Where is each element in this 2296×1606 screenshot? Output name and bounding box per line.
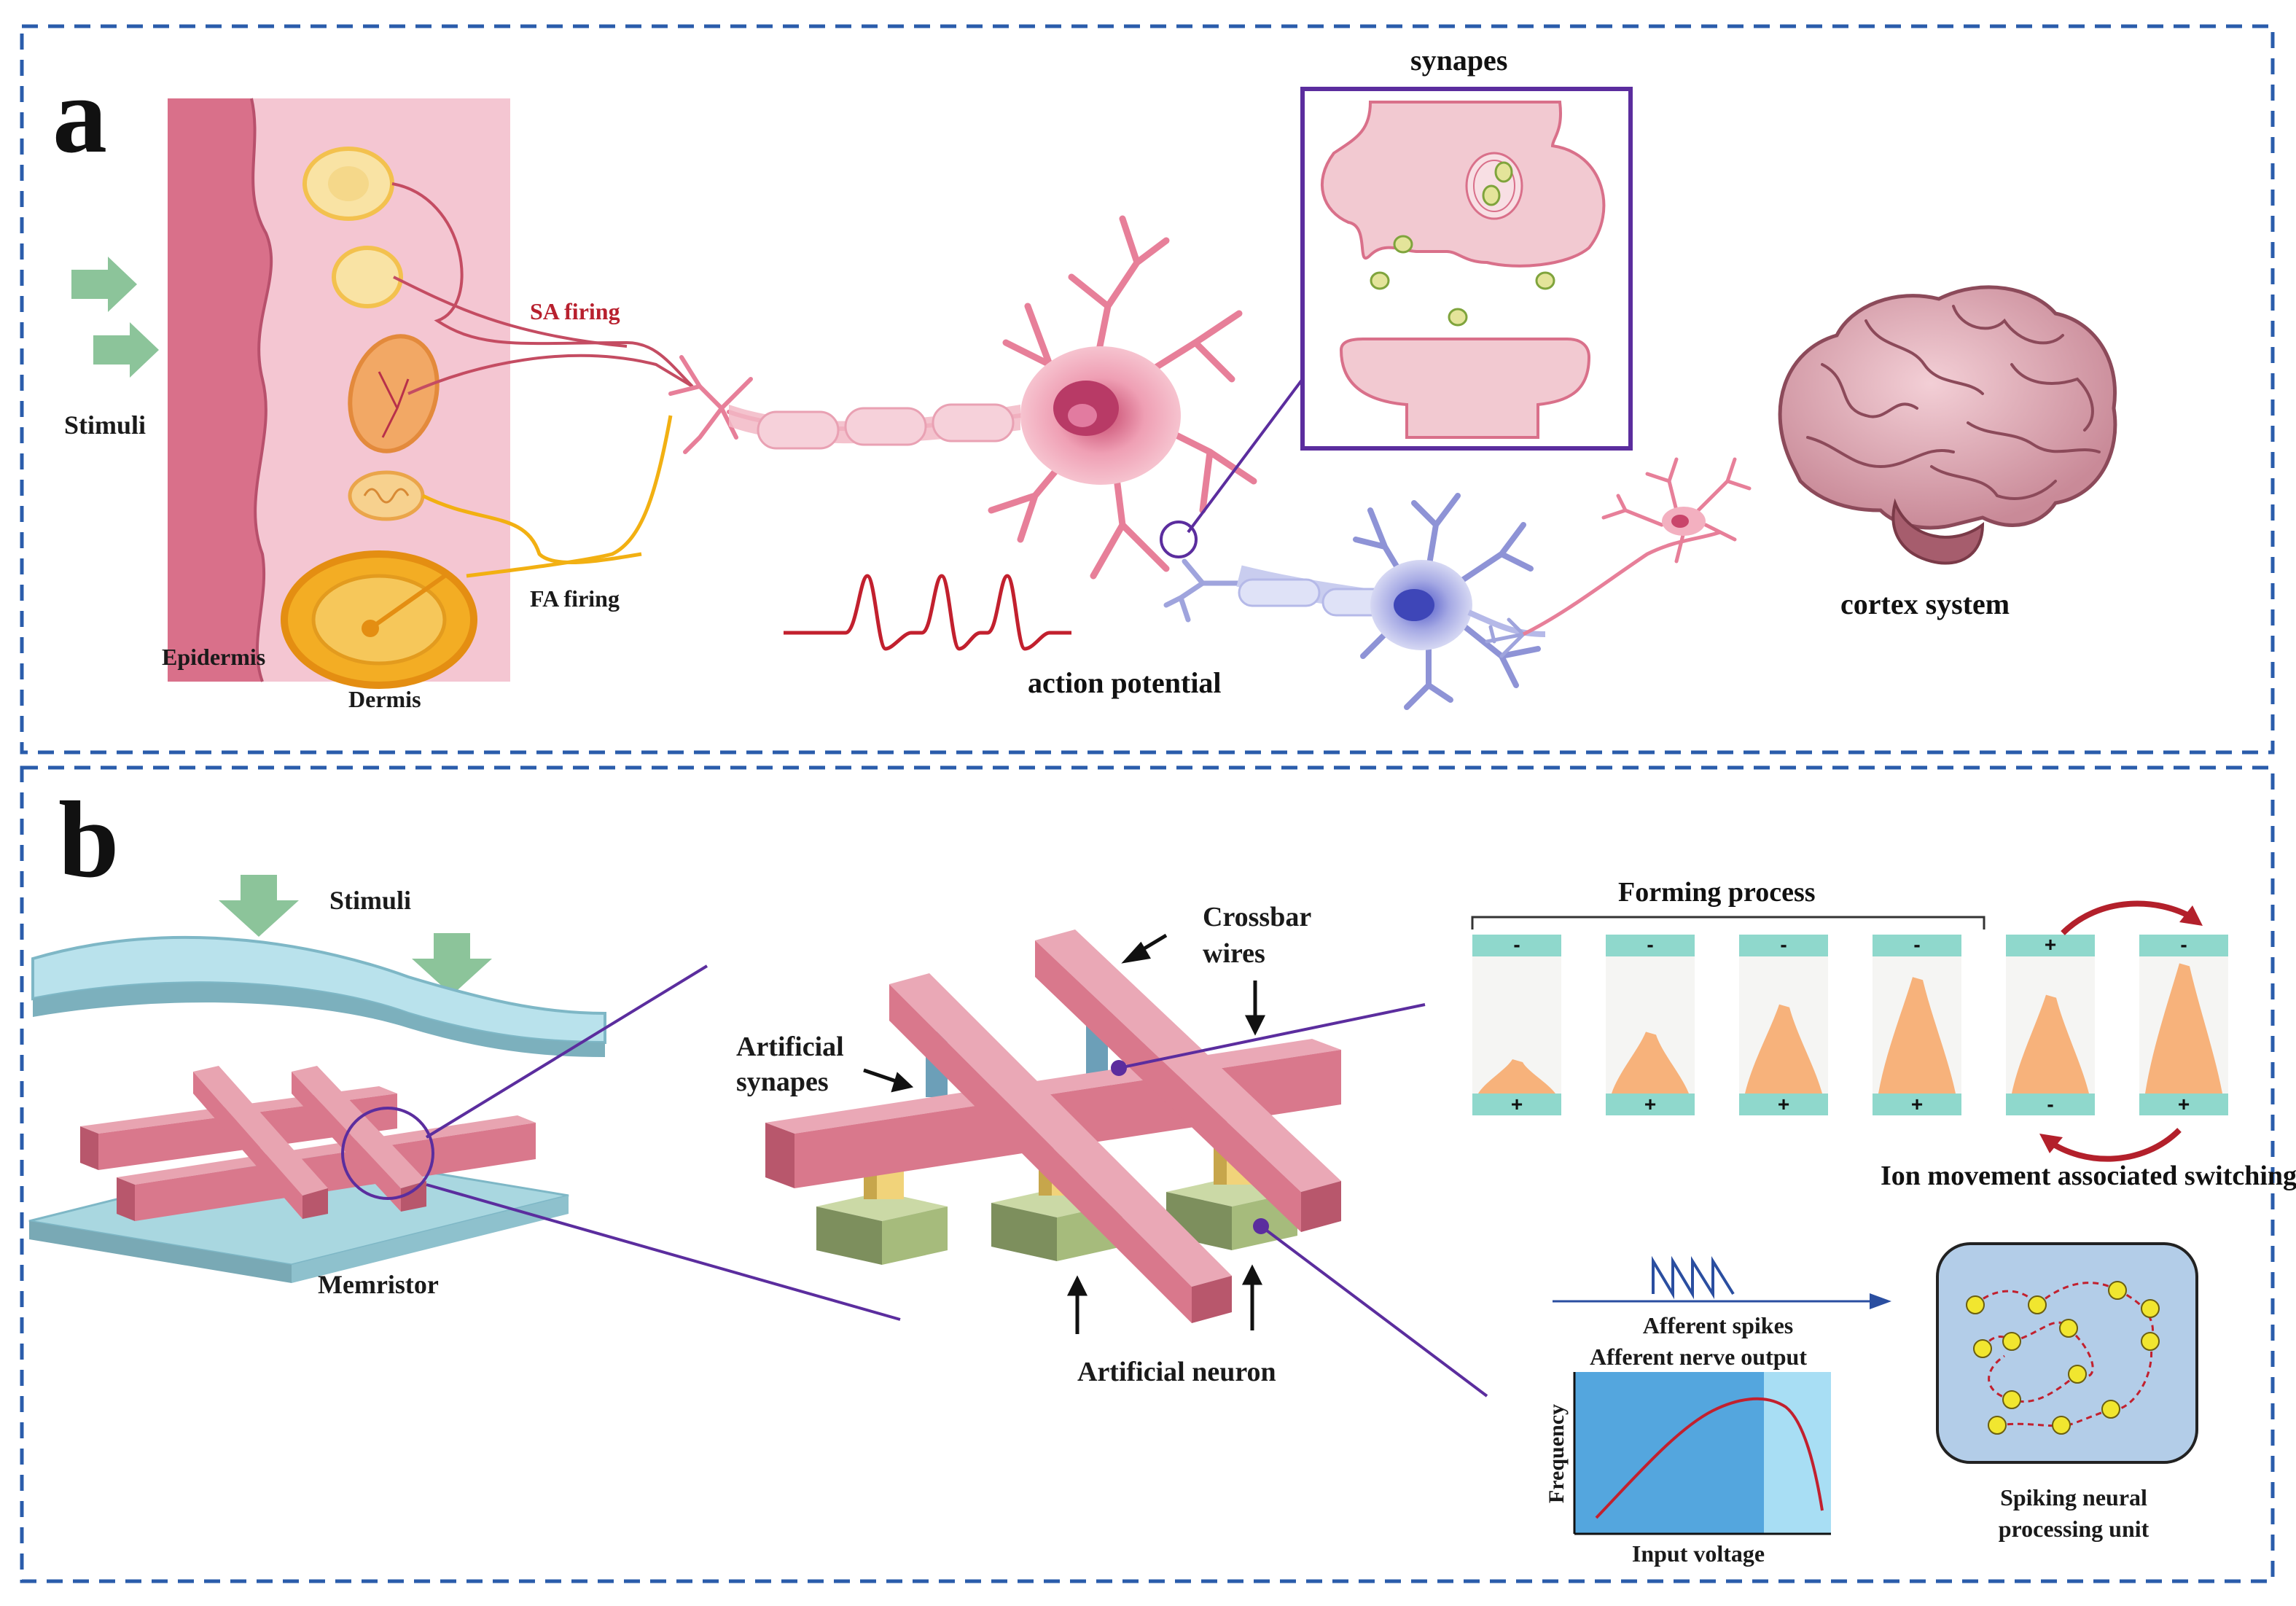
crossbar-arrows xyxy=(1121,933,1266,1036)
crossbar-array xyxy=(765,929,1341,1323)
cortex-label: cortex system xyxy=(1840,588,2010,620)
bottom-polarity-label: + xyxy=(1511,1093,1523,1115)
panel-b-frame xyxy=(20,765,2275,1583)
top-electrode xyxy=(2006,935,2095,956)
ion-cell: -+ xyxy=(1739,933,1828,1115)
synapses-label: synapes xyxy=(1410,44,1507,77)
top-electrode xyxy=(1472,935,1561,956)
bottom-polarity-label: + xyxy=(1644,1093,1656,1115)
top-electrode xyxy=(1873,935,1961,956)
skin-illustration xyxy=(168,98,510,689)
top-polarity-label: + xyxy=(2045,933,2056,956)
fa-firing-label: FA firing xyxy=(530,585,620,612)
top-electrode xyxy=(2139,935,2228,956)
ion-filament xyxy=(1612,1032,1689,1094)
bottom-polarity-label: + xyxy=(1778,1093,1789,1115)
bottom-polarity-label: + xyxy=(2178,1093,2190,1115)
bottom-electrode xyxy=(2006,1094,2095,1115)
panel-b-letter: b xyxy=(58,779,119,900)
panel-a-letter: a xyxy=(52,55,107,176)
bottom-electrode xyxy=(1873,1094,1961,1115)
memristor-label: Memristor xyxy=(318,1270,439,1299)
top-electrode xyxy=(1739,935,1828,956)
top-polarity-label: - xyxy=(1647,933,1653,956)
stimuli-arrows-a xyxy=(71,257,159,378)
memristor-device xyxy=(28,1066,569,1283)
stimuli-label-a: Stimuli xyxy=(64,410,146,440)
bottom-electrode xyxy=(2139,1094,2228,1115)
synapses-label-line1: Artificial xyxy=(736,1032,844,1062)
ion-cells: -+-+-+-++--+ xyxy=(1472,933,2228,1115)
neuron-arrows xyxy=(1066,1264,1263,1334)
ion-cell: -+ xyxy=(1606,933,1695,1115)
brain-illustration xyxy=(1778,285,2117,565)
ion-filament xyxy=(1878,977,1956,1094)
snn-label-line2: processing unit xyxy=(1999,1516,2149,1542)
synapse-inset xyxy=(1300,87,1633,451)
nerve-fibers xyxy=(391,182,694,578)
inter-neuron xyxy=(1163,493,1721,710)
dermis-label: Dermis xyxy=(348,686,421,712)
afferent-arrow-head xyxy=(1870,1293,1891,1309)
snn-unit xyxy=(1936,1242,2198,1464)
crossbar-label-line1: Crossbar xyxy=(1203,902,1311,932)
switching-arrows xyxy=(2046,900,2196,1162)
sensory-neuron xyxy=(668,215,1257,580)
synapse-arrow xyxy=(863,1068,914,1093)
top-polarity-label: - xyxy=(1780,933,1787,956)
switch-arrowhead-bottom xyxy=(2039,1134,2063,1153)
ion-cell: -+ xyxy=(2139,933,2228,1115)
action-potential-label: action potential xyxy=(1028,666,1222,699)
ion-switching-label: Ion movement associated switching xyxy=(1881,1161,2296,1191)
snn-label-line1: Spiking neural xyxy=(2000,1484,2147,1511)
ion-cell: -+ xyxy=(1873,933,1961,1115)
action-potential-trace xyxy=(784,574,1071,651)
ion-cell: +- xyxy=(2006,933,2095,1115)
forming-bracket xyxy=(1471,916,1985,929)
input-voltage-label: Input voltage xyxy=(1632,1540,1765,1567)
ion-filament xyxy=(1745,1004,1822,1094)
zoom-line-upper xyxy=(425,964,708,1139)
bottom-polarity-label: + xyxy=(1911,1093,1923,1115)
afferent-output-label: Afferent nerve output xyxy=(1590,1344,1807,1370)
crossbar-label-line2: wires xyxy=(1203,938,1265,969)
top-electrode xyxy=(1606,935,1695,956)
bottom-electrode xyxy=(1739,1094,1828,1115)
ion-cell: -+ xyxy=(1472,933,1561,1115)
artificial-neuron-label: Artificial neuron xyxy=(1077,1357,1276,1387)
panel-a-frame xyxy=(20,24,2275,755)
flexible-substrate xyxy=(31,935,606,1057)
bottom-polarity-label: - xyxy=(2047,1093,2053,1115)
memristor-zoom-circle xyxy=(341,1107,434,1200)
epidermis-label: Epidermis xyxy=(162,644,265,670)
top-polarity-label: - xyxy=(1913,933,1920,956)
synapse-zoom-line xyxy=(1187,378,1304,534)
cortical-neuron xyxy=(1601,457,1752,564)
switch-arrowhead-top xyxy=(2179,905,2203,926)
ion-filament xyxy=(2145,963,2222,1094)
stimuli-arrows-b xyxy=(219,875,492,995)
bottom-electrode xyxy=(1606,1094,1695,1115)
afferent-spikes-label: Afferent spikes xyxy=(1643,1312,1794,1338)
ion-filament xyxy=(1478,1059,1555,1094)
ion-filament xyxy=(2012,994,2089,1094)
forming-process-label: Forming process xyxy=(1618,877,1816,908)
bottom-electrode xyxy=(1472,1094,1561,1115)
crossbar-link-upper xyxy=(1118,1003,1426,1069)
crossbar-link-lower xyxy=(1260,1225,1488,1398)
top-polarity-label: - xyxy=(1513,933,1520,956)
zoom-line-lower xyxy=(426,1183,901,1321)
frequency-plot xyxy=(1573,1372,1831,1535)
top-polarity-label: - xyxy=(2180,933,2187,956)
sa-firing-label: SA firing xyxy=(530,298,620,324)
frequency-axis-label: Frequency xyxy=(1545,1404,1569,1503)
afferent-spike-train xyxy=(1652,1255,1735,1300)
synapse-zoom-circle xyxy=(1160,521,1198,558)
synapses-label-line2: synapes xyxy=(736,1067,829,1097)
stimuli-label-b: Stimuli xyxy=(329,886,411,915)
